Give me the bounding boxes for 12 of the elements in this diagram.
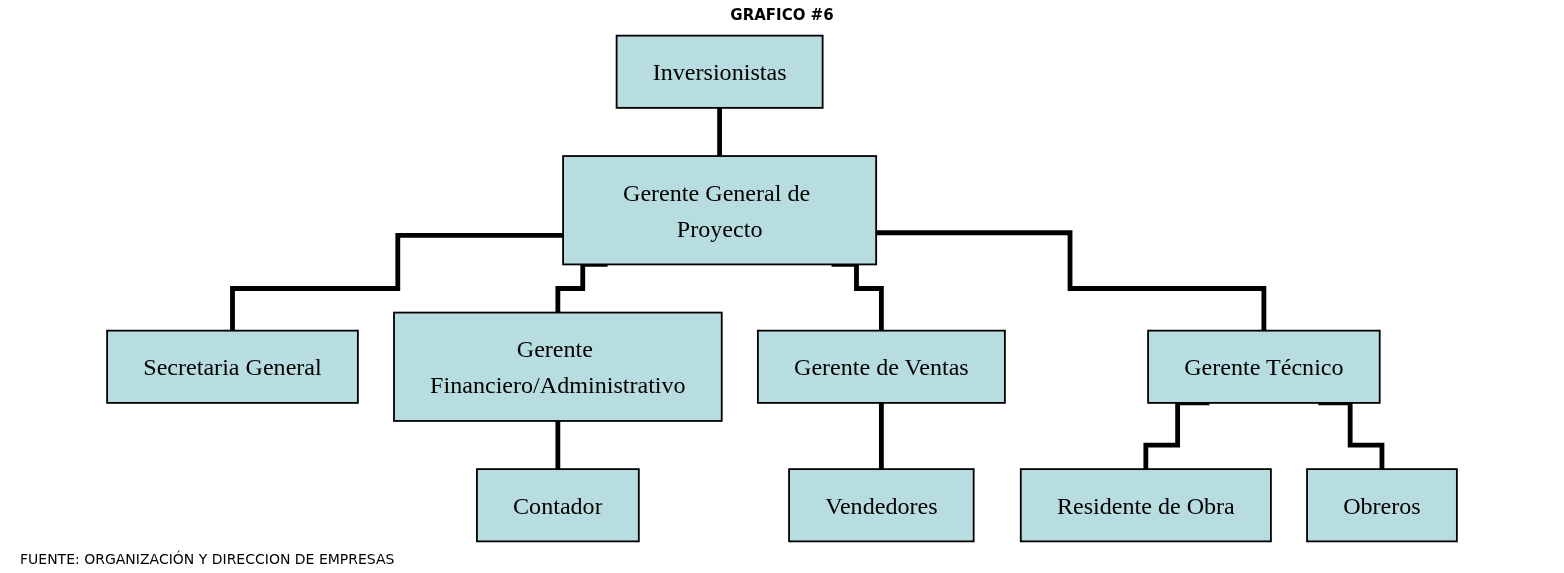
node-box: Inversionistas [615, 34, 824, 109]
node-box: Gerente Financiero/Administrativo [393, 311, 723, 422]
chart-title: GRAFICO #6 [730, 6, 834, 24]
node-box: Contador [476, 468, 640, 543]
node-box: Gerente de Ventas [756, 329, 1006, 404]
node-box: Gerente General de Proyecto [562, 155, 878, 266]
source-caption: FUENTE: ORGANIZACIÓN Y DIRECCION DE EMPRESAS [20, 551, 395, 567]
node-box: Gerente Técnico [1147, 329, 1381, 404]
node-box: Secretaria General [106, 329, 359, 404]
node-box: Obreros [1306, 468, 1458, 543]
node-box: Vendedores [788, 468, 975, 543]
node-box: Residente de Obra [1019, 468, 1272, 543]
